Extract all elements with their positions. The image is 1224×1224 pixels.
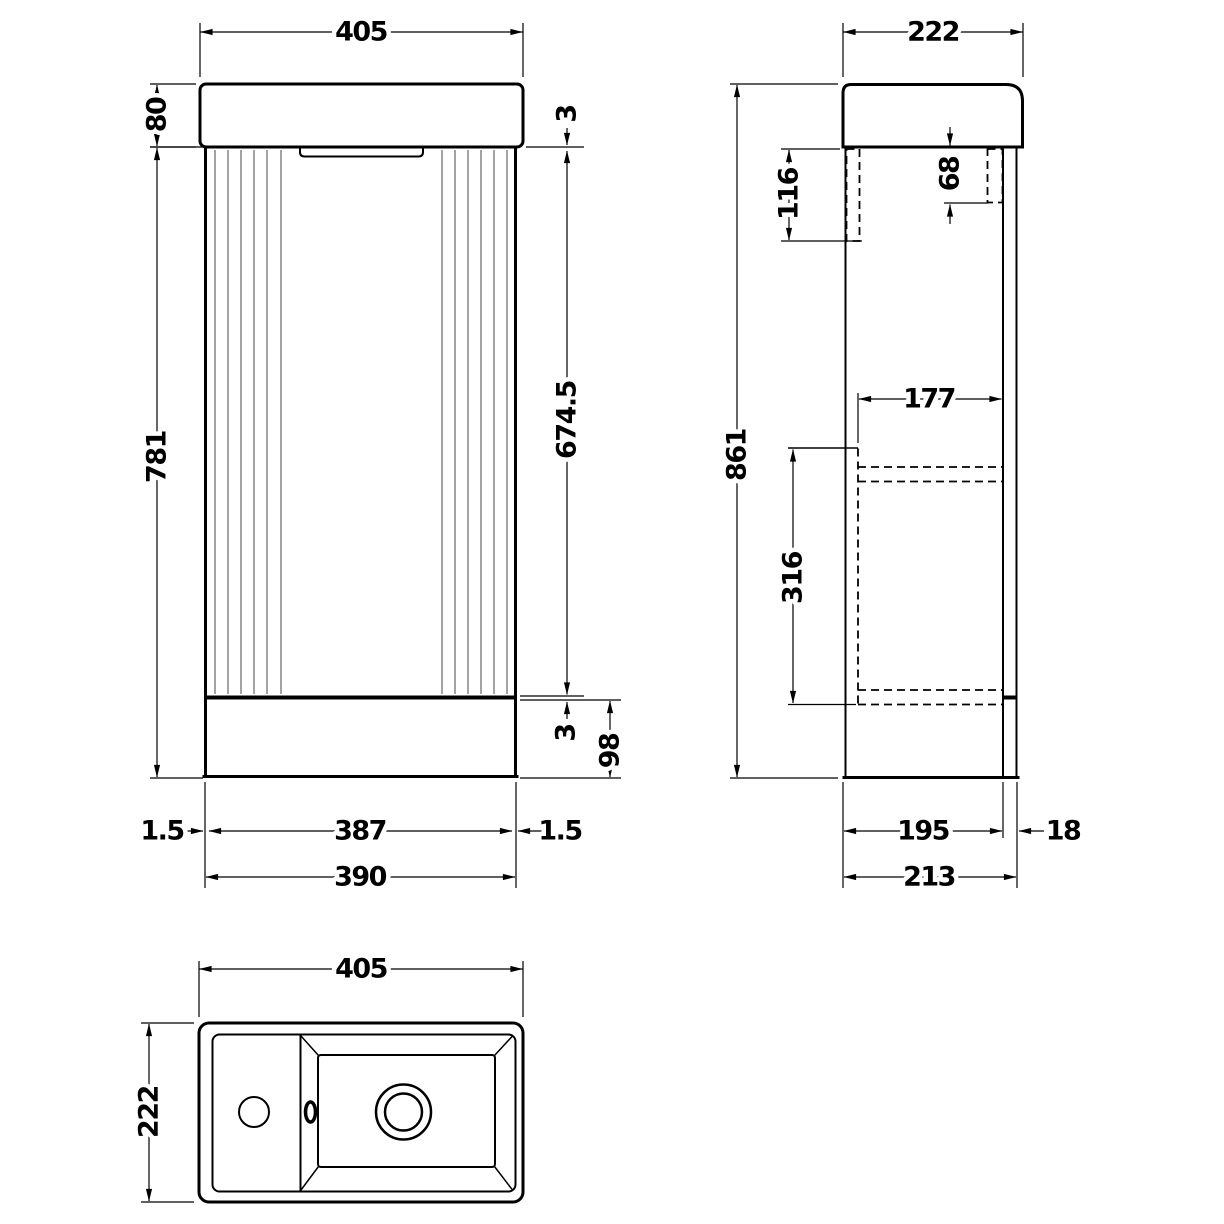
dim-front-bottom-rows: 1.5 387 1.5 390 [136, 782, 588, 897]
side-basin-outline [841, 83, 1024, 149]
dim-front-top-gap: 3 [526, 101, 587, 148]
dim-front-plinth-height: 98 [520, 700, 630, 779]
side-bottom-panel-hidden [858, 689, 1002, 706]
plan-view: 405 222 [129, 949, 525, 1204]
plan-overflow-slot [303, 1100, 318, 1124]
dim-front-basin-height: 80 [137, 83, 196, 148]
front-view: 405 80 781 3 [136, 12, 630, 897]
dim-label-side-rear-bracket-height: 116 [774, 167, 805, 220]
front-dimensions: 405 80 781 3 [136, 12, 630, 897]
plan-dimensions: 405 222 [129, 949, 524, 1203]
front-cabinet-outline [202, 145, 519, 778]
dim-label-side-carcass-depth: 195 [897, 816, 949, 847]
dim-label-front-door-height: 674.5 [552, 381, 583, 459]
dim-side-front-bracket-height: 68 [930, 127, 988, 224]
dim-label-side-internal-depth: 177 [903, 384, 955, 415]
dim-label-front-top-gap: 3 [552, 105, 583, 122]
front-flutes-left [214, 150, 282, 694]
dim-plan-basin-width: 405 [198, 949, 524, 1017]
dim-label-front-door-width: 387 [334, 816, 386, 847]
plan-basin-rim [211, 1033, 517, 1193]
plan-waste-inner [383, 1092, 424, 1132]
side-dimensions: 222 861 116 68 [717, 12, 1087, 897]
dim-plan-basin-depth: 222 [129, 1022, 194, 1203]
dim-label-front-right-gap: 1.5 [538, 816, 581, 847]
plan-bowl-bevels [300, 1035, 514, 1191]
plan-bowl-inner [317, 1054, 496, 1168]
dim-label-front-left-gap: 1.5 [140, 816, 183, 847]
dim-label-front-bottom-gap: 3 [551, 724, 582, 741]
dim-front-cabinet-height: 781 [137, 146, 203, 779]
dim-label-side-overall-height: 861 [722, 429, 753, 481]
dim-side-overall-height: 861 [717, 83, 838, 779]
front-flutes-right [441, 150, 508, 694]
side-rear-bracket-hidden [845, 148, 861, 242]
dim-label-plan-basin-width: 405 [335, 954, 387, 985]
plan-waste-outer [374, 1083, 433, 1141]
dim-side-bottom-rows: 195 18 213 [842, 782, 1087, 897]
plan-basin-outline [197, 1021, 525, 1204]
dim-label-front-plinth-height: 98 [595, 733, 626, 768]
dim-front-door-height: 674.5 [520, 150, 587, 697]
dim-label-plan-basin-depth: 222 [134, 1086, 165, 1138]
side-shelf-hidden [858, 466, 1002, 483]
dim-side-internal-height: 316 [773, 447, 858, 706]
dim-front-basin-width: 405 [199, 12, 524, 77]
front-basin-outline [198, 82, 525, 149]
dim-label-front-basin-height: 80 [142, 97, 173, 132]
dim-side-internal-depth: 177 [857, 379, 1002, 443]
dim-label-front-cabinet-height: 781 [142, 431, 173, 483]
dim-label-side-basin-depth: 222 [907, 17, 959, 48]
dim-label-side-cabinet-depth: 213 [903, 862, 955, 893]
dim-label-side-back-thickness: 18 [1046, 816, 1081, 847]
dim-label-front-basin-width: 405 [335, 17, 387, 48]
side-view: 222 861 116 68 [717, 12, 1087, 897]
front-handle-recess [299, 146, 424, 158]
plan-tap-hole [238, 1096, 270, 1128]
dim-label-front-cabinet-width: 390 [334, 862, 387, 893]
dim-label-side-front-bracket-height: 68 [935, 156, 966, 191]
side-front-bracket-hidden [986, 148, 1004, 204]
dim-label-side-internal-height: 316 [778, 551, 809, 604]
dim-side-rear-bracket-height: 116 [769, 148, 862, 242]
dim-side-basin-depth: 222 [842, 12, 1024, 77]
